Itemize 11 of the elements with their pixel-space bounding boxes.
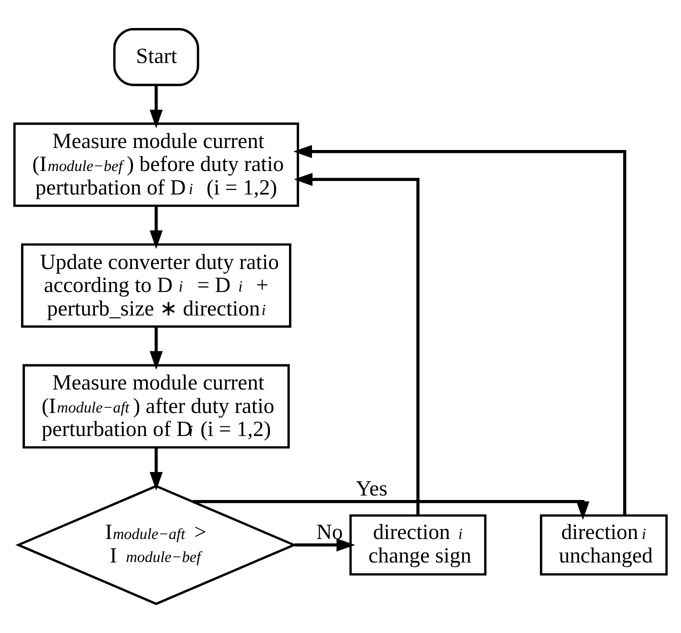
arrow	[294, 172, 420, 516]
arrow	[150, 448, 163, 491]
arrow	[293, 145, 626, 516]
arrow	[192, 500, 590, 520]
arrow	[150, 85, 163, 128]
edge-label: Yes	[356, 476, 388, 501]
arrow	[150, 327, 163, 370]
edge-label: No	[316, 520, 343, 544]
arrow	[294, 538, 356, 552]
node-box: Start	[113, 28, 200, 86]
arrow	[150, 206, 163, 249]
